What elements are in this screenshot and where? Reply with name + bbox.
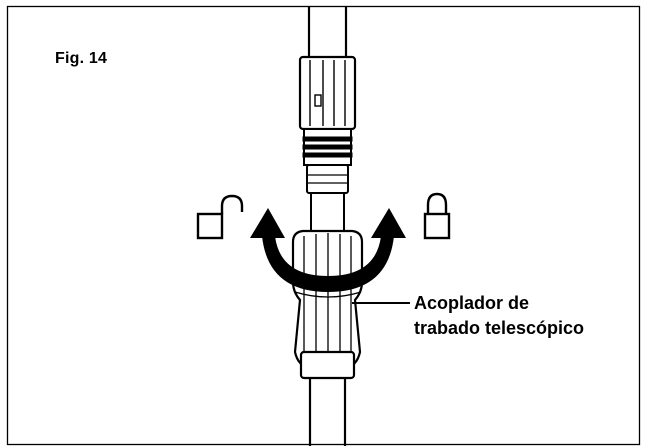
figure-label: Fig. 14 bbox=[55, 50, 108, 67]
callout-line-2: trabado telescópico bbox=[414, 318, 585, 338]
rotation-arrow bbox=[250, 208, 406, 292]
inner-tube bbox=[310, 193, 345, 232]
upper-collar bbox=[298, 55, 357, 131]
telescopic-locking-coupler bbox=[291, 229, 364, 380]
locked-padlock-icon bbox=[423, 192, 451, 240]
upper-pole bbox=[307, 6, 348, 57]
threaded-section bbox=[302, 128, 353, 166]
callout-line-1: Acoplador de bbox=[414, 293, 530, 313]
unlocked-padlock-icon bbox=[196, 194, 244, 240]
lower-pole bbox=[308, 378, 347, 446]
inner-tube-neck bbox=[306, 164, 349, 194]
figure-border bbox=[6, 5, 641, 446]
coupler-callout-label: Acoplador de trabado telescópico bbox=[414, 291, 584, 341]
